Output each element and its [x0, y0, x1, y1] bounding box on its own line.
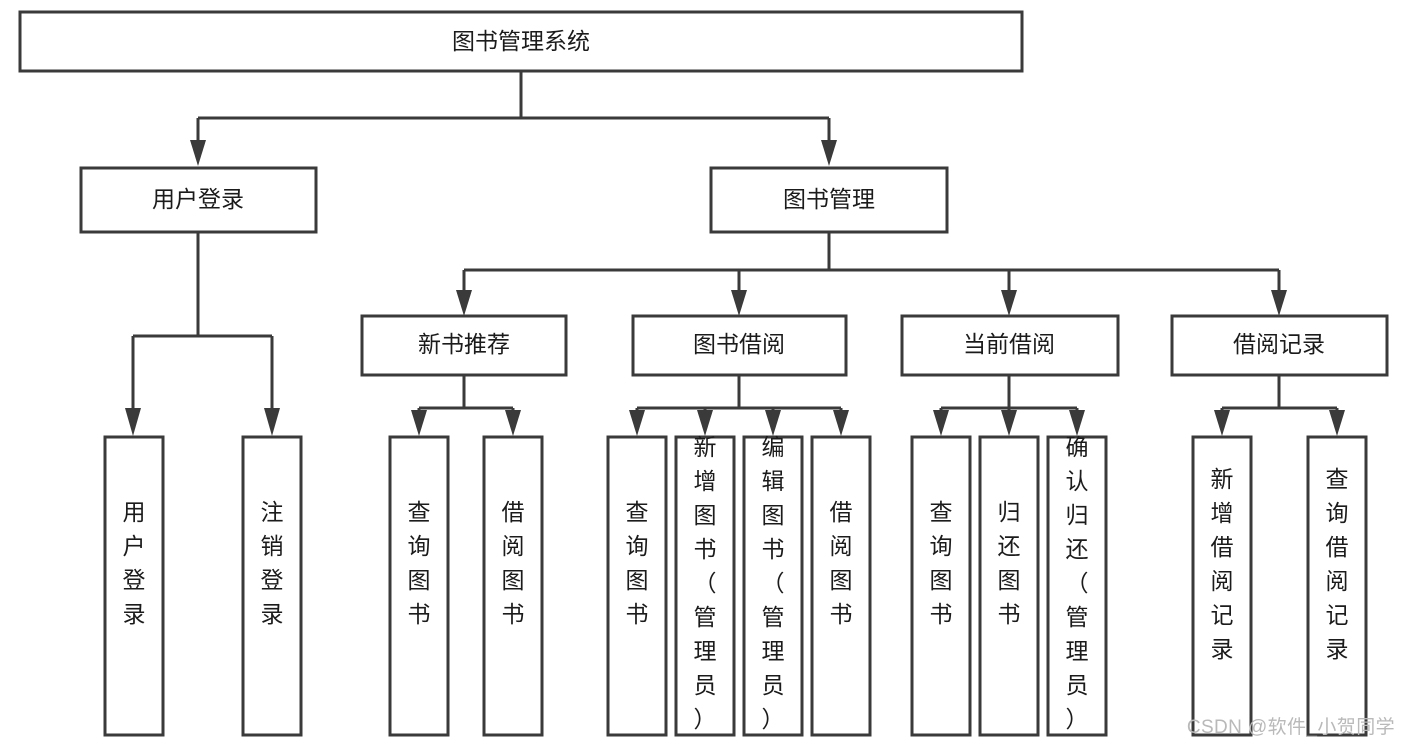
node-book-borrow-box[interactable]	[631, 314, 848, 377]
leaf-logout-box[interactable]	[241, 435, 303, 737]
leaf-borrow-book-2[interactable]: 借阅图书	[810, 435, 872, 737]
leaf-query-book-2-box[interactable]	[606, 435, 668, 737]
leaf-user-login-label: 用户登录	[123, 499, 146, 627]
leaf-query-record[interactable]: 查询借阅记录	[1306, 435, 1368, 737]
leaf-return-book-box[interactable]	[978, 435, 1040, 737]
node-book-manage-label: 图书管理	[783, 186, 875, 212]
leaf-query-book-3-label: 查询图书	[930, 499, 953, 627]
leaf-edit-book-label: 编辑图书（管理员）	[762, 434, 785, 732]
node-user-login-label: 用户登录	[152, 186, 244, 212]
leaf-borrow-book-1-box[interactable]	[482, 435, 544, 737]
leaf-return-book[interactable]: 归还图书	[978, 435, 1040, 737]
node-borrow-record[interactable]: 借阅记录	[1170, 314, 1389, 377]
leaf-query-book-3-box[interactable]	[910, 435, 972, 737]
leaf-confirm-return-label: 确认归还（管理员）	[1066, 434, 1089, 732]
connector-layer	[125, 71, 1345, 436]
leaf-edit-book[interactable]: 编辑图书（管理员）	[742, 434, 804, 737]
arrow-leaf-query-record	[1329, 410, 1345, 436]
leaf-add-record-box[interactable]	[1191, 435, 1253, 737]
leaf-query-book-2[interactable]: 查询图书	[606, 435, 668, 737]
arrow-current-borrow	[1001, 290, 1017, 316]
leaf-query-book-1[interactable]: 查询图书	[388, 435, 450, 737]
node-root-label: 图书管理系统	[452, 28, 590, 54]
leaf-user-login[interactable]: 用户登录	[103, 435, 165, 737]
leaf-add-record-label: 新增借阅记录	[1211, 466, 1234, 662]
arrow-leaf-confirm-return	[1069, 410, 1085, 436]
leaf-logout[interactable]: 注销登录	[241, 435, 303, 737]
arrow-user-login	[190, 140, 206, 166]
arrow-leaf-logout	[264, 408, 280, 436]
leaf-query-record-box[interactable]	[1306, 435, 1368, 737]
leaf-user-login-box[interactable]	[103, 435, 165, 737]
leaf-borrow-book-1-label: 借阅图书	[502, 499, 525, 627]
arrow-leaf-borrow-book-1	[505, 410, 521, 436]
node-current-borrow[interactable]: 当前借阅	[900, 314, 1120, 377]
arrow-leaf-borrow-book-2	[833, 410, 849, 436]
leaf-query-book-3[interactable]: 查询图书	[910, 435, 972, 737]
leaf-edit-book-box[interactable]	[742, 435, 804, 737]
leaf-confirm-return[interactable]: 确认归还（管理员）	[1046, 434, 1108, 737]
node-new-book-recommend-box[interactable]	[360, 314, 568, 377]
node-borrow-record-label: 借阅记录	[1233, 331, 1325, 357]
node-book-manage-box[interactable]	[709, 166, 949, 234]
leaf-logout-label: 注销登录	[261, 499, 284, 627]
arrow-leaf-add-book	[697, 410, 713, 436]
node-root-box[interactable]	[18, 10, 1024, 73]
leaf-query-book-1-label: 查询图书	[408, 499, 431, 627]
arrow-leaf-add-record	[1214, 410, 1230, 436]
leaf-add-book[interactable]: 新增图书（管理员）	[674, 434, 736, 737]
arrow-leaf-edit-book	[765, 410, 781, 436]
leaf-confirm-return-box[interactable]	[1046, 435, 1108, 737]
leaf-borrow-book-2-box[interactable]	[810, 435, 872, 737]
node-user-login[interactable]: 用户登录	[79, 166, 318, 234]
arrow-borrow-record	[1271, 290, 1287, 316]
arrow-leaf-query-book-2	[629, 410, 645, 436]
arrow-new-book-recommend	[456, 290, 472, 316]
arrow-leaf-user-login	[125, 408, 141, 436]
leaf-query-book-2-label: 查询图书	[626, 499, 649, 627]
leaf-query-book-1-box[interactable]	[388, 435, 450, 737]
csdn-watermark: CSDN @软件_小贺同学	[1186, 717, 1395, 738]
leaf-add-book-box[interactable]	[674, 435, 736, 737]
node-new-book-recommend[interactable]: 新书推荐	[360, 314, 568, 377]
leaf-query-record-label: 查询借阅记录	[1326, 466, 1349, 662]
leaf-borrow-book-1[interactable]: 借阅图书	[482, 435, 544, 737]
node-current-borrow-label: 当前借阅	[963, 331, 1055, 357]
node-book-borrow-label: 图书借阅	[693, 331, 785, 357]
node-new-book-recommend-label: 新书推荐	[418, 331, 510, 357]
leaf-borrow-book-2-label: 借阅图书	[830, 499, 853, 627]
node-current-borrow-box[interactable]	[900, 314, 1120, 377]
node-borrow-record-box[interactable]	[1170, 314, 1389, 377]
arrow-leaf-query-book-1	[411, 410, 427, 436]
arrow-book-borrow	[731, 290, 747, 316]
node-book-manage[interactable]: 图书管理	[709, 166, 949, 234]
node-root[interactable]: 图书管理系统	[18, 10, 1024, 73]
arrow-leaf-return-book	[1001, 410, 1017, 436]
leaf-return-book-label: 归还图书	[998, 499, 1021, 627]
arrow-leaf-query-book-3	[933, 410, 949, 436]
leaf-add-book-label: 新增图书（管理员）	[694, 434, 717, 732]
arrow-book-manage	[821, 140, 837, 166]
node-book-borrow[interactable]: 图书借阅	[631, 314, 848, 377]
leaf-add-record[interactable]: 新增借阅记录	[1191, 435, 1253, 737]
node-user-login-box[interactable]	[79, 166, 318, 234]
